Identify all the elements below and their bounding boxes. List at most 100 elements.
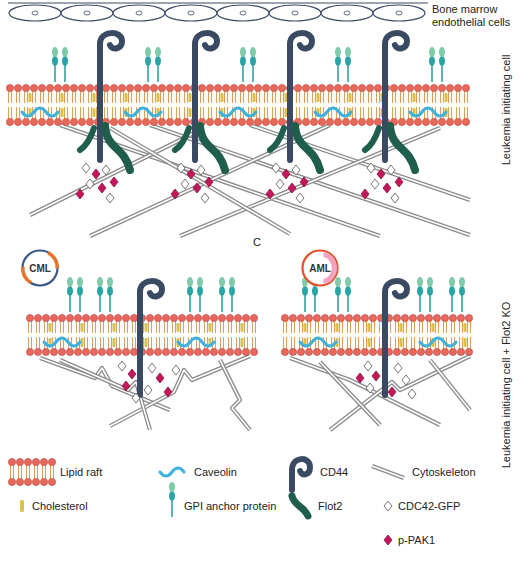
lipid-tail xyxy=(72,107,73,119)
lipid-head xyxy=(194,348,201,355)
lipid-head xyxy=(409,348,416,355)
lipid-tail xyxy=(64,107,65,119)
gpi-anchor xyxy=(221,295,223,312)
gpi-protein xyxy=(439,47,445,57)
lipid-tail xyxy=(347,337,348,349)
lipid-tail xyxy=(75,91,76,103)
lipid-head xyxy=(24,458,31,465)
flot2-protein xyxy=(105,126,130,170)
lipid-head xyxy=(8,458,15,465)
lipid-tail xyxy=(32,91,33,103)
gpi-anchor xyxy=(304,295,306,312)
lipid-tail xyxy=(84,337,85,349)
lipid-head xyxy=(70,84,77,91)
lipid-tail xyxy=(64,91,65,103)
p-pak1-marker xyxy=(266,189,274,199)
p-pak1-marker xyxy=(282,169,290,179)
cdc42-marker xyxy=(148,363,156,373)
gpi-anchor xyxy=(337,65,339,82)
endothelial-nucleus xyxy=(344,11,350,15)
lipid-head xyxy=(130,348,137,355)
lipid-head xyxy=(230,118,237,125)
lipid-head xyxy=(142,84,149,91)
cytoskeleton-filament xyxy=(110,356,250,426)
lipid-tail xyxy=(116,337,117,349)
lipid-head xyxy=(374,118,381,125)
cholesterol xyxy=(20,500,24,512)
lipid-tail xyxy=(45,472,46,479)
cholesterol xyxy=(336,323,339,332)
lipid-head xyxy=(294,84,301,91)
cdc42-marker xyxy=(82,163,90,173)
lipid-tail xyxy=(252,321,253,333)
lipid-head xyxy=(32,458,39,465)
lipid-tail xyxy=(467,107,468,119)
lipid-tail xyxy=(208,107,209,119)
lipid-tail xyxy=(363,337,364,349)
gpi-protein xyxy=(77,286,83,296)
lipid-tail xyxy=(464,91,465,103)
cholesterol xyxy=(61,108,64,117)
lipid-head xyxy=(182,118,189,125)
cholesterol xyxy=(61,93,64,102)
lipid-tail xyxy=(171,91,172,103)
lipid-tail xyxy=(310,321,311,333)
lipid-head xyxy=(310,84,317,91)
lipid-tail xyxy=(144,91,145,103)
cholesterol xyxy=(113,323,116,332)
cholesterol xyxy=(317,93,320,102)
lipid-tail xyxy=(155,91,156,103)
lipid-head xyxy=(353,314,360,321)
lipid-head xyxy=(289,348,296,355)
legend-icons xyxy=(8,458,404,545)
lipid-tail xyxy=(379,107,380,119)
lipid-tail xyxy=(56,91,57,103)
lipid-tail xyxy=(307,321,308,333)
lipid-head xyxy=(66,348,73,355)
lipid-tail xyxy=(280,91,281,103)
lipid-head xyxy=(226,314,233,321)
lipid-tail xyxy=(240,91,241,103)
lipid-head xyxy=(166,84,173,91)
lipid-tail xyxy=(28,321,29,333)
lipid-tail xyxy=(72,91,73,103)
lipid-head xyxy=(58,348,65,355)
lipid-tail xyxy=(398,337,399,349)
lipid-head xyxy=(90,314,97,321)
lipid-tail xyxy=(294,337,295,349)
flot2-protein xyxy=(295,126,320,170)
lipid-head xyxy=(409,314,416,321)
lipid-tail xyxy=(92,337,93,349)
lipid-tail xyxy=(8,91,9,103)
gpi-protein xyxy=(335,56,341,66)
cdc42-marker xyxy=(371,179,379,189)
gpi-protein xyxy=(302,286,308,296)
lipid-head xyxy=(350,84,357,91)
lipid-head xyxy=(342,84,349,91)
lipid-tail xyxy=(123,91,124,103)
lipid-tail xyxy=(395,337,396,349)
lipid-tail xyxy=(199,321,200,333)
lipid-tail xyxy=(108,337,109,349)
endothelial-cell xyxy=(217,5,269,21)
lipid-head xyxy=(22,84,29,91)
lipid-head xyxy=(42,348,49,355)
lipid-tail xyxy=(248,91,249,103)
lipid-tail xyxy=(91,91,92,103)
lipid-tail xyxy=(363,321,364,333)
lipid-head xyxy=(318,84,325,91)
legend-label: Cytoskeleton xyxy=(412,465,476,479)
legend-icon xyxy=(160,468,184,476)
lipid-head xyxy=(222,118,229,125)
lipid-tail xyxy=(467,337,468,349)
lipid-tail xyxy=(111,337,112,349)
lipid-head xyxy=(98,314,105,321)
lipid-tail xyxy=(227,91,228,103)
cdc42-marker xyxy=(102,165,110,175)
legend-icon xyxy=(384,501,392,511)
lipid-tail xyxy=(176,91,177,103)
lipid-head xyxy=(38,84,45,91)
p-pak1-marker xyxy=(383,183,391,193)
lipid-head xyxy=(369,348,376,355)
lipid-head xyxy=(449,314,456,321)
